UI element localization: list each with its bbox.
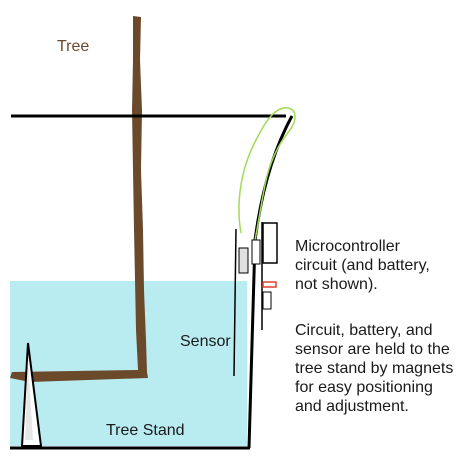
- mount-description-line: Circuit, battery, and: [295, 322, 433, 339]
- circuit-description: Microcontroller circuit (and battery, no…: [295, 237, 430, 294]
- sensor-label: Sensor: [180, 333, 231, 350]
- red-component: [262, 281, 277, 288]
- tree-stand-label: Tree Stand: [106, 422, 185, 439]
- stand-spike-inner: [25, 360, 33, 440]
- sensor-wire: [238, 107, 296, 241]
- water-fill: [10, 281, 247, 446]
- gray-component: [238, 247, 249, 274]
- circuit-description-line: not shown).: [295, 276, 378, 293]
- sensor-probe: [233, 228, 237, 377]
- tree-trunk: [10, 16, 148, 382]
- mount-description: Circuit, battery, and sensor are held to…: [295, 321, 453, 416]
- mount-description-line: and adjustment.: [295, 398, 409, 415]
- mount-description-line: sensor are held to the: [295, 341, 450, 358]
- microcontroller-board: [262, 222, 278, 264]
- mount-description-line: tree stand by magnets: [295, 360, 454, 377]
- board-piece: [251, 239, 261, 265]
- circuit-description-line: Microcontroller: [295, 238, 400, 255]
- mount-description-line: for easy positioning: [295, 379, 433, 396]
- magnet-block: [262, 291, 272, 310]
- circuit-description-line: circuit (and battery,: [295, 257, 430, 274]
- tree-label: Tree: [57, 38, 90, 55]
